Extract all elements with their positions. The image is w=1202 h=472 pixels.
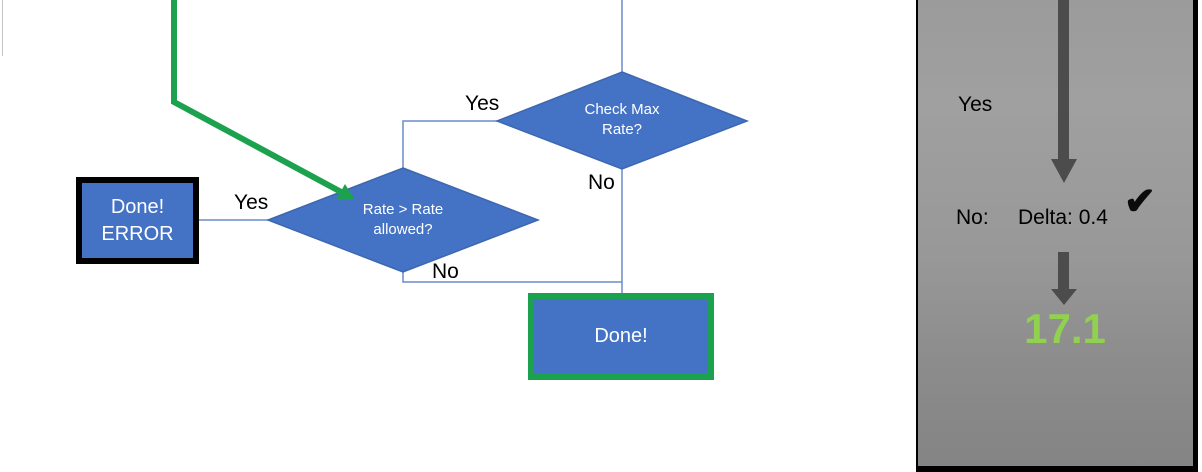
connector-check-yes bbox=[402, 120, 498, 168]
rate-allowed-line1: Rate > Rate bbox=[362, 201, 444, 218]
rate-allowed-no-label: No bbox=[432, 260, 459, 283]
green-path-line bbox=[171, 0, 345, 196]
checkmark-icon: ✔ bbox=[1124, 181, 1156, 223]
done-box-label: Done! bbox=[594, 325, 648, 347]
done-box: Done! bbox=[528, 293, 714, 380]
check-max-no-label: No bbox=[588, 171, 615, 194]
panel-delta-value: Delta: 0.4 bbox=[1018, 206, 1108, 229]
done-error-line2: ERROR bbox=[101, 222, 174, 245]
result-value: 17.1 bbox=[1024, 305, 1106, 352]
check-max-rate-line2: Rate? bbox=[601, 121, 643, 138]
big-down-arrow-head-icon bbox=[1051, 159, 1077, 183]
panel-yes-label: Yes bbox=[958, 93, 993, 116]
panel-no-label: No: bbox=[956, 206, 989, 229]
small-down-arrow-head-icon bbox=[1051, 289, 1077, 305]
slide-edge-line bbox=[2, 0, 3, 56]
small-down-arrow-icon bbox=[1058, 252, 1069, 291]
check-max-rate-line1: Check Max bbox=[584, 101, 660, 118]
done-error-line1: Done! bbox=[110, 195, 165, 218]
rate-allowed-label: Rate > Rate allowed? bbox=[328, 196, 478, 244]
check-max-rate-label: Check Max Rate? bbox=[547, 96, 697, 144]
rate-allowed-yes-label: Yes bbox=[234, 191, 269, 214]
gray-annotation-panel: Yes No: Delta: 0.4 ✔ 17.1 bbox=[916, 0, 1198, 472]
check-max-yes-label: Yes bbox=[465, 92, 500, 115]
done-error-box: Done! ERROR bbox=[76, 177, 199, 264]
rate-allowed-line2: allowed? bbox=[373, 221, 433, 238]
big-down-arrow-icon bbox=[1058, 0, 1069, 161]
